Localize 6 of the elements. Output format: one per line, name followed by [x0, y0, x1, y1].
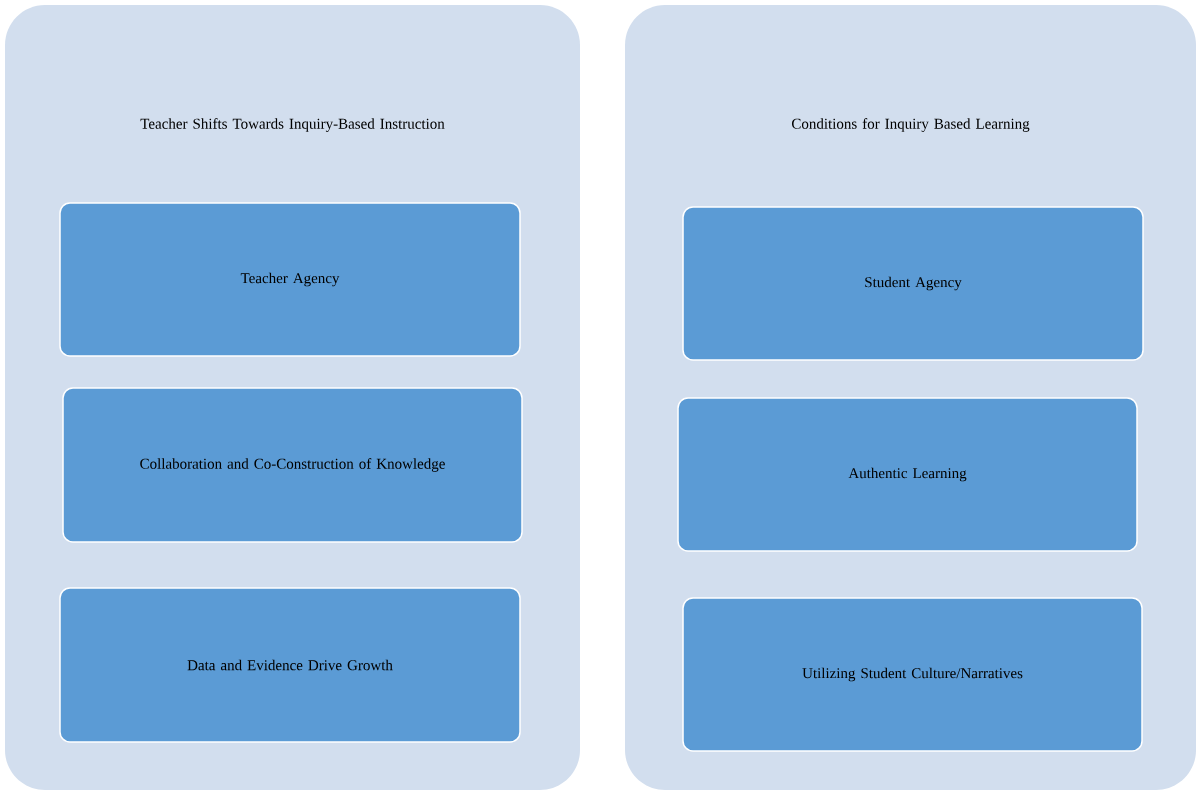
text-box: Data and Evidence Drive Growth [59, 587, 521, 743]
text-box: Teacher Agency [59, 202, 521, 357]
text-box: Student Agency [682, 206, 1144, 361]
text-box: Utilizing Student Culture/Narratives [682, 597, 1143, 752]
text-box: Collaboration and Co-Construction of Knowledge [62, 387, 523, 543]
text-box: Authentic Learning [677, 397, 1138, 552]
